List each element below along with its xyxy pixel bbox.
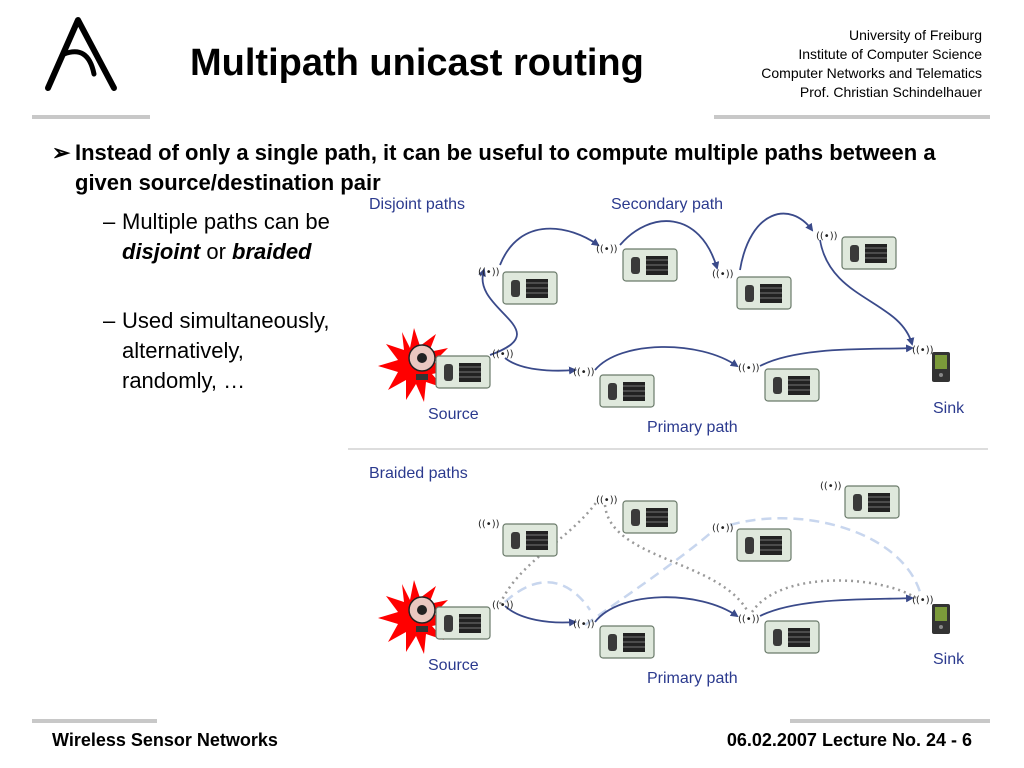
sub-bullet-2-text: Used simultaneously, alternatively, rand…: [122, 308, 330, 393]
sensor-node-icon: [622, 248, 678, 282]
sub-bullet-1: – Multiple paths can be disjoint or brai…: [103, 207, 343, 267]
radio-icon: [738, 614, 760, 625]
sensor-node-icon: [435, 606, 491, 640]
main-bullet-text: Instead of only a single path, it can be…: [75, 140, 936, 195]
header-rule-left: [32, 115, 150, 119]
dash-icon: –: [103, 308, 116, 333]
institution-line: University of Freiburg: [848, 27, 982, 43]
sink-device-icon: [932, 352, 950, 382]
footer-rule-left: [32, 719, 157, 723]
alternate-dotted-edge: [603, 504, 750, 613]
secondary-edge: [499, 227, 600, 266]
institution-line: Institute of Computer Science: [798, 46, 982, 62]
primary-edge: [594, 596, 739, 623]
secondary-edge: [619, 220, 720, 270]
secondary-edge: [819, 239, 915, 346]
footer-course: Wireless Sensor Networks: [52, 730, 278, 750]
alternate-dotted-edge: [750, 579, 917, 613]
sensor-node-icon: [764, 368, 820, 402]
footer-rule-right: [790, 719, 990, 723]
radio-icon: [912, 345, 934, 356]
sensor-node-icon: [622, 500, 678, 534]
radio-icon: [712, 269, 734, 280]
alternate-dashed-edge: [584, 529, 715, 627]
institution-line: Prof. Christian Schindelhauer: [799, 84, 982, 100]
or-text: or: [206, 239, 226, 264]
disjoint-title: Disjoint paths: [369, 196, 465, 213]
sub-bullet-1-text: Multiple paths can be: [122, 209, 330, 234]
radio-icon: [478, 519, 500, 530]
university-logo: [45, 17, 117, 91]
footer-lecture: 06.02.2007 Lecture No. 24 - 6: [726, 730, 972, 750]
sink-device-icon: [932, 604, 950, 634]
radio-icon: [478, 267, 500, 278]
header-rule-right: [714, 115, 990, 119]
main-bullet: ➢ Instead of only a single path, it can …: [52, 138, 992, 198]
radio-icon: [596, 495, 618, 506]
braided-source-label: Source: [428, 657, 479, 674]
primary-edge: [759, 594, 914, 617]
disjoint-term: disjoint: [122, 239, 201, 264]
braided-sink-label: Sink: [933, 651, 965, 668]
sensor-node-icon: [502, 523, 558, 557]
sensor-node-icon: [736, 528, 792, 562]
slide-title: Multipath unicast routing: [190, 42, 644, 84]
radio-icon: [738, 363, 760, 374]
sensor-node-icon: [502, 271, 558, 305]
radio-icon: [492, 600, 514, 611]
radio-icon: [820, 481, 842, 492]
source-label: Source: [428, 406, 479, 423]
primary-edge: [759, 344, 914, 367]
sensor-node-icon: [736, 276, 792, 310]
radio-icon: [573, 367, 595, 378]
radio-icon: [492, 349, 514, 360]
braided-term: braided: [232, 239, 312, 264]
primary-path-label: Primary path: [647, 419, 738, 436]
secondary-path-label: Secondary path: [611, 196, 723, 213]
sensor-node-icon: [599, 625, 655, 659]
radio-icon: [573, 619, 595, 630]
radio-icon: [596, 244, 618, 255]
bullet-arrow-icon: ➢: [52, 140, 71, 165]
sensor-node-icon: [841, 236, 897, 270]
alternate-dashed-edge: [729, 517, 922, 593]
primary-edge: [594, 346, 739, 371]
radio-icon: [816, 231, 838, 242]
primary-edge: [504, 605, 577, 627]
institution-line: Computer Networks and Telematics: [761, 65, 982, 81]
alternate-dashed-edge: [504, 581, 592, 611]
institution-block: University of Freiburg Institute of Comp…: [761, 26, 982, 102]
radio-icon: [912, 595, 934, 606]
secondary-edge: [739, 212, 814, 271]
braided-title: Braided paths: [369, 465, 468, 482]
sub-bullet-2: – Used simultaneously, alternatively, ra…: [103, 306, 343, 396]
primary-edge: [504, 357, 577, 375]
secondary-edge: [478, 268, 518, 356]
sensor-node-icon: [844, 485, 900, 519]
sensor-node-icon: [764, 620, 820, 654]
sink-label: Sink: [933, 400, 965, 417]
dash-icon: –: [103, 209, 116, 234]
alternate-dotted-edge: [498, 499, 600, 605]
sensor-node-icon: [435, 355, 491, 389]
radio-icon: [712, 523, 734, 534]
braided-primary-path-label: Primary path: [647, 670, 738, 687]
sensor-node-icon: [599, 374, 655, 408]
